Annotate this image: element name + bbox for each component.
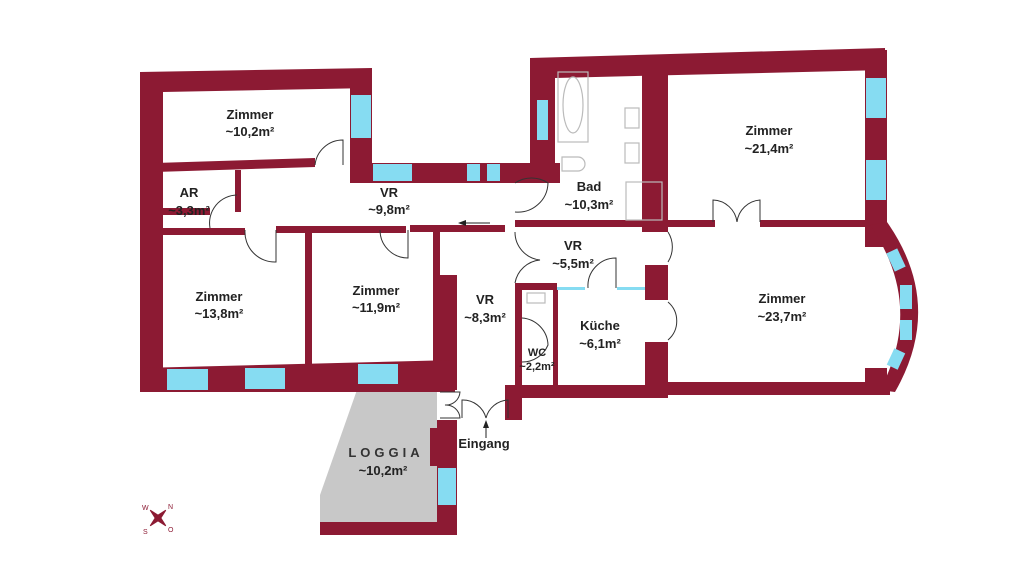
room-area: ~5,5m²	[552, 256, 594, 271]
room-name: Zimmer	[746, 123, 793, 138]
room-area: ~21,4m²	[745, 141, 794, 156]
room-name: Bad	[577, 179, 602, 194]
room-area: ~10,2m²	[226, 124, 275, 139]
room-name: Zimmer	[227, 107, 274, 122]
room-area: ~11,9m²	[352, 300, 401, 315]
compass-s: S	[143, 529, 148, 536]
room-name: AR	[180, 185, 199, 200]
room-name: Zimmer	[353, 283, 400, 298]
room-area: ~6,1m²	[579, 336, 621, 351]
room-area: ~10,3m²	[565, 197, 614, 212]
room-labels: Zimmer ~10,2m² AR ~3,3m² VR ~9,8m² Zimme…	[168, 107, 807, 478]
entrance-label: Eingang	[458, 436, 509, 451]
room-area: ~10,2m²	[359, 463, 408, 478]
doors	[209, 139, 761, 438]
room-area: ~23,7m²	[758, 309, 807, 324]
room-area: ~8,3m²	[464, 310, 506, 325]
room-name: Küche	[580, 318, 620, 333]
compass-icon: N O S W	[142, 504, 174, 536]
room-area: ~9,8m²	[368, 202, 410, 217]
compass-o: O	[168, 527, 174, 534]
compass-w: W	[142, 505, 149, 512]
fixtures	[526, 71, 663, 304]
room-area: ~3,3m²	[168, 203, 210, 218]
room-area: ~2,2m²	[519, 361, 554, 373]
windows	[167, 78, 912, 505]
room-name: VR	[380, 185, 399, 200]
loggia-floor	[320, 387, 437, 522]
room-name: LOGGIA	[348, 445, 423, 460]
room-area: ~13,8m²	[195, 306, 244, 321]
room-name: VR	[476, 292, 495, 307]
compass-n: N	[168, 504, 173, 511]
room-name: VR	[564, 238, 583, 253]
room-name: WC	[528, 347, 546, 359]
room-name: Zimmer	[196, 289, 243, 304]
room-name: Zimmer	[759, 291, 806, 306]
